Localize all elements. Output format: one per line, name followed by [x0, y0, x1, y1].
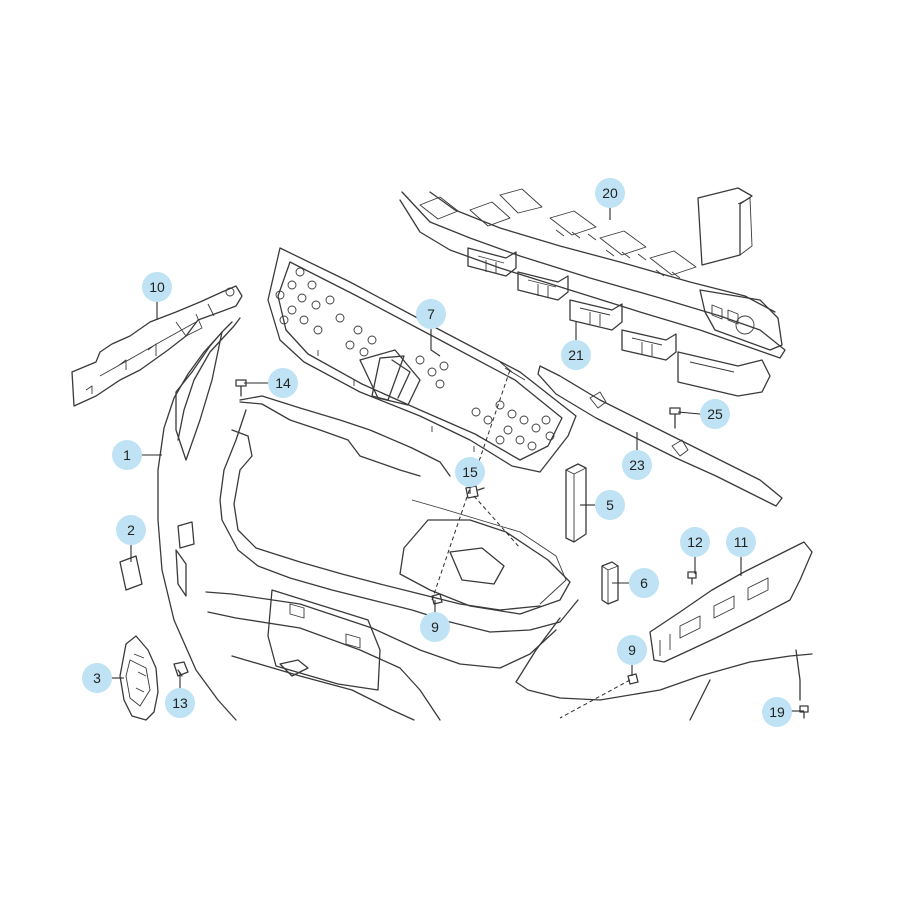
part-13-clip [173, 661, 189, 677]
callout-13: 13 [165, 688, 195, 718]
callout-7: 7 [416, 299, 446, 329]
part-11-bracket [649, 541, 813, 663]
part-20-reinforcement-beam [399, 187, 786, 359]
callout-14: 14 [268, 368, 298, 398]
part-21-absorber [467, 247, 771, 397]
callout-20: 20 [595, 178, 625, 208]
callout-21: 21 [561, 340, 591, 370]
callout-9-center: 9 [420, 612, 450, 642]
part-1-bumper-cover [157, 317, 813, 721]
part-3-fog-bezel [119, 635, 159, 721]
callout-5: 5 [595, 490, 625, 520]
part-10-bracket [71, 285, 243, 407]
callout-1: 1 [112, 440, 142, 470]
fasteners [235, 379, 809, 719]
callout-12: 12 [680, 527, 710, 557]
part-23-retainer [537, 365, 783, 507]
part-6-spacer [601, 561, 619, 605]
callout-10: 10 [142, 272, 172, 302]
callout-15: 15 [455, 457, 485, 487]
part-5-spacer [565, 463, 587, 543]
callout-25: 25 [700, 399, 730, 429]
callout-9-right: 9 [617, 635, 647, 665]
callout-23: 23 [622, 450, 652, 480]
callout-6: 6 [629, 568, 659, 598]
part-7-grille [267, 247, 577, 473]
callout-2: 2 [116, 515, 146, 545]
callout-19: 19 [762, 697, 792, 727]
callout-3: 3 [82, 663, 112, 693]
callout-11: 11 [726, 527, 756, 557]
